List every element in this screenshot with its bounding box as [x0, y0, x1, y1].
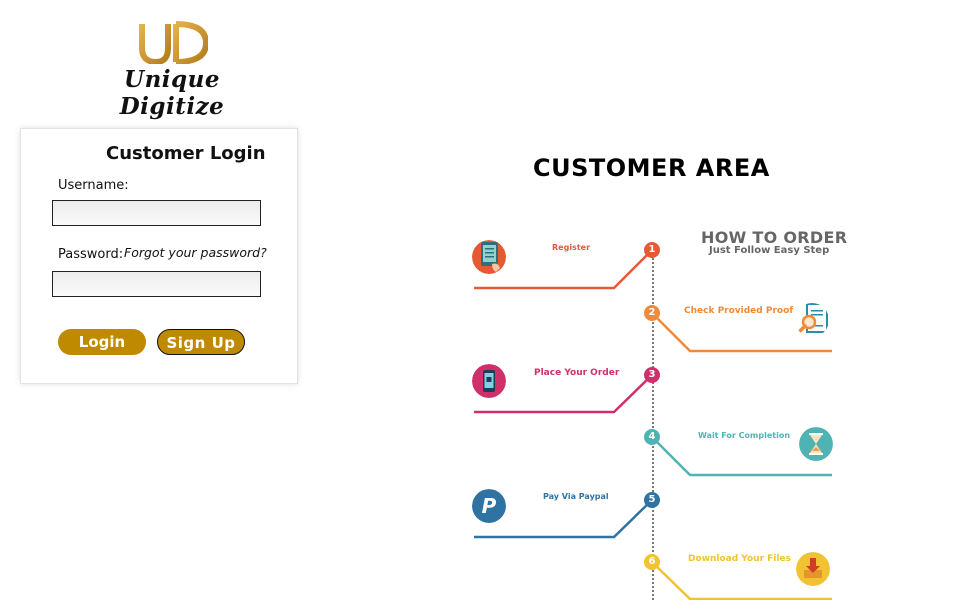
step-6-label: Download Your Files: [688, 554, 791, 564]
step-1-label: Register: [552, 243, 591, 252]
step-3-connector: [474, 374, 653, 414]
customer-area-title: CUSTOMER AREA: [533, 154, 770, 182]
step-5-number: 5: [644, 492, 660, 508]
logo-text: Unique Digitize: [119, 66, 225, 120]
step-2-number: 2: [644, 305, 660, 321]
magnifier-document-icon: [795, 303, 828, 336]
paypal-icon: P: [472, 489, 506, 523]
password-input[interactable]: [52, 271, 261, 297]
step-4-number: 4: [644, 429, 660, 445]
step-3-number: 3: [644, 367, 660, 383]
step-2-label: Check Provided Proof: [684, 306, 794, 316]
step-5-connector: [474, 499, 653, 539]
mobile-order-icon: [472, 364, 506, 398]
step-6-number: 6: [644, 554, 660, 570]
svg-text:P: P: [482, 494, 497, 518]
step-4-label: Wait For Completion: [698, 431, 791, 440]
login-card: Customer Login Username: Password: Forgo…: [20, 128, 298, 384]
how-to-order-title: HOW TO ORDER: [701, 228, 848, 247]
logo-mark-icon: [139, 21, 208, 64]
step-1-connector: [474, 249, 653, 290]
step-1-number: 1: [644, 242, 660, 258]
register-icon: [472, 240, 506, 274]
forgot-password-link[interactable]: Forgot your password?: [124, 245, 267, 260]
username-input[interactable]: [52, 200, 261, 226]
step-6-connector: [651, 561, 832, 600]
how-to-order-subtitle: Just Follow Easy Step: [709, 245, 830, 256]
brand-logo: Unique Digitize: [86, 18, 258, 120]
signup-button[interactable]: Sign Up: [157, 329, 245, 355]
login-button[interactable]: Login: [58, 329, 146, 355]
username-label: Username:: [58, 178, 129, 193]
hourglass-icon: [799, 427, 833, 461]
password-label: Password:: [58, 247, 124, 262]
step-2-connector: [651, 312, 832, 353]
step-5-label: Pay Via Paypal: [543, 492, 609, 501]
step-3-label: Place Your Order: [534, 368, 620, 378]
step-4-connector: [651, 436, 832, 477]
download-tray-icon: [796, 552, 830, 586]
login-title: Customer Login: [106, 143, 266, 164]
